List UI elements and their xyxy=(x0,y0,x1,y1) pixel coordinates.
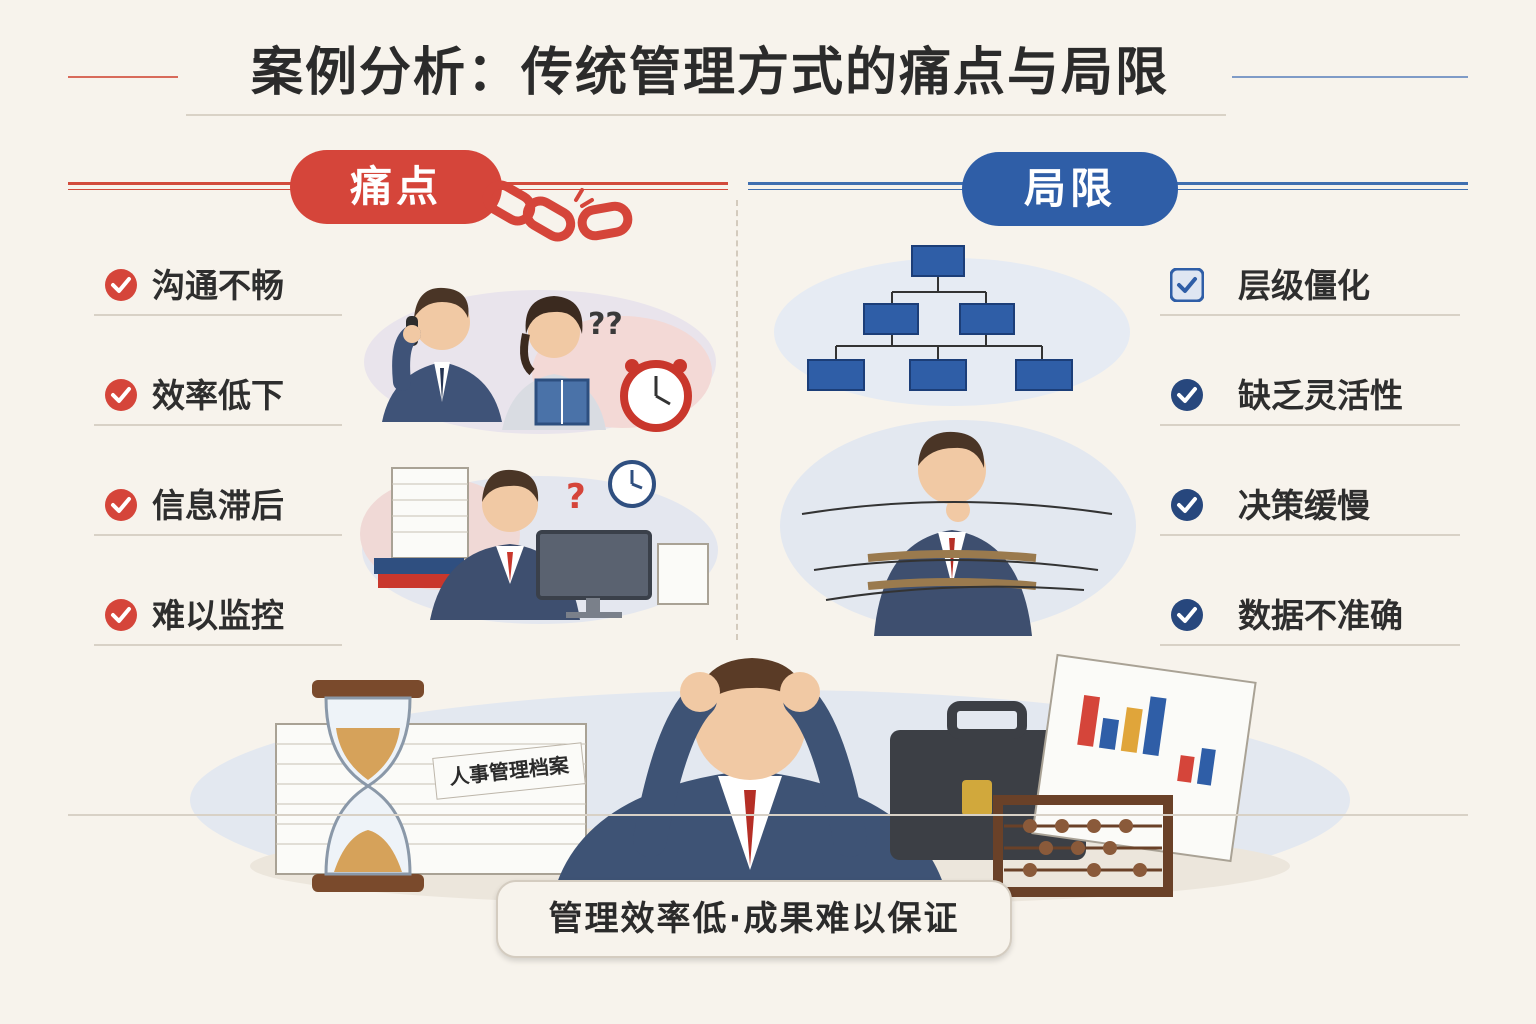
limit-item-divider xyxy=(1160,644,1460,646)
broken-chain-icon xyxy=(482,180,633,242)
pain-item: 难以监控 xyxy=(104,592,344,640)
banner-rule xyxy=(68,814,1468,816)
computer-monitor-icon xyxy=(536,530,652,618)
check-icon xyxy=(1170,378,1204,412)
title-underline xyxy=(186,114,1226,116)
svg-text:?: ? xyxy=(566,477,586,517)
constrained-manager-illustration xyxy=(780,420,1136,636)
rope-icon xyxy=(867,550,1037,590)
confused-woman-figure: ?? xyxy=(502,296,623,430)
pain-item-divider xyxy=(94,534,342,536)
overworked-illustration: ? xyxy=(360,460,718,624)
summary-banner: 管理效率低·成果难以保证 xyxy=(496,880,1012,958)
pain-item: 效率低下 xyxy=(104,372,344,420)
checkbox-icon xyxy=(1170,267,1204,302)
check-icon xyxy=(1170,598,1204,632)
limit-item-divider xyxy=(1160,314,1460,316)
limit-section-label: 局限 xyxy=(962,152,1178,226)
limit-item-divider xyxy=(1160,424,1460,426)
pain-item-label: 效率低下 xyxy=(152,376,284,415)
limit-item: 决策缓慢 xyxy=(1170,482,1460,530)
communication-illustration: ?? xyxy=(364,287,716,434)
check-icon xyxy=(104,378,138,412)
limit-item: 数据不准确 xyxy=(1170,592,1460,640)
pain-item-divider xyxy=(94,644,342,646)
section-divider xyxy=(736,200,738,640)
title-rule-right xyxy=(1232,76,1468,78)
check-icon xyxy=(1170,488,1204,522)
clock-speech-icon: ? xyxy=(566,460,656,517)
hourglass-icon xyxy=(312,680,424,892)
limit-item-divider xyxy=(1160,534,1460,536)
pain-item-divider xyxy=(94,314,342,316)
page-title: 案例分析：传统管理方式的痛点与局限 xyxy=(250,43,1169,103)
check-icon xyxy=(104,268,138,302)
pain-item: 沟通不畅 xyxy=(104,262,344,310)
man-on-phone-figure xyxy=(382,287,502,422)
check-icon xyxy=(104,488,138,522)
org-chart-boxes xyxy=(807,245,1073,391)
pain-item: 信息滞后 xyxy=(104,482,344,530)
report-chart-icon xyxy=(1031,653,1257,863)
pain-item-label: 难以监控 xyxy=(152,596,284,635)
limit-item: 层级僵化 xyxy=(1170,262,1460,310)
svg-text:??: ?? xyxy=(588,307,623,342)
limit-item-label: 数据不准确 xyxy=(1238,596,1403,635)
pain-section-label: 痛点 xyxy=(290,150,502,224)
check-icon xyxy=(104,598,138,632)
limit-item-label: 缺乏灵活性 xyxy=(1238,376,1403,415)
pain-item-divider xyxy=(94,424,342,426)
title-rule-left xyxy=(68,76,178,78)
org-chart-illustration xyxy=(774,245,1130,406)
limit-item-label: 决策缓慢 xyxy=(1238,486,1370,525)
limit-list: 层级僵化 缺乏灵活性 决策缓慢 数据不准确 xyxy=(1160,262,1460,646)
pain-list: 沟通不畅 效率低下 信息滞后 难以监控 xyxy=(94,262,344,646)
limit-item-label: 层级僵化 xyxy=(1238,266,1370,305)
pain-item-label: 沟通不畅 xyxy=(152,266,284,305)
alarm-clock-icon xyxy=(620,359,692,432)
bottom-scene-illustration xyxy=(190,653,1350,910)
paper-stack-icon xyxy=(374,467,469,588)
limit-item: 缺乏灵活性 xyxy=(1170,372,1460,420)
abacus-icon xyxy=(993,795,1173,897)
pain-item-label: 信息滞后 xyxy=(152,486,284,525)
